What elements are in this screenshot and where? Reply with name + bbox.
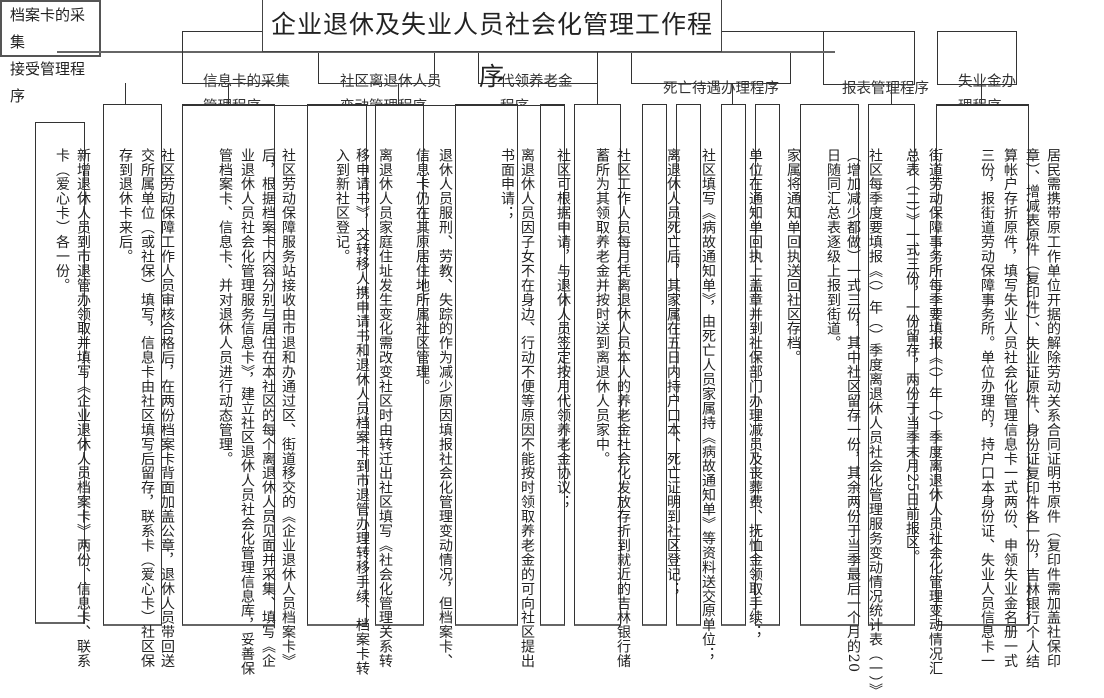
connector-line (597, 52, 598, 104)
step-text-line: 社区工作人员每月凭离退休人员本人的养老金社会化发放存折到就近的吉林银行储 (615, 148, 631, 669)
procedure-label-line: 信息卡的采集 (203, 74, 290, 90)
step-box (868, 104, 915, 626)
connector-bracket (937, 31, 1017, 85)
procedure-label-line: 代领养老金 (500, 74, 573, 90)
step-text-line: 日随同汇总表逐级上报到街道。 (825, 148, 841, 351)
connector-line (182, 31, 183, 83)
step-text-line: 入到新社区登记。 (334, 148, 350, 264)
step-box (936, 104, 1029, 626)
box-top-edge (307, 105, 427, 124)
connector-line (398, 83, 399, 104)
procedure-label-line: 社区离退休人员 (340, 74, 442, 90)
step-text-line: 章）、增减表原件（复印件）、失业证原件、身份证复印件各一份，吉林银行个人结 (1024, 148, 1040, 669)
step-text-line: 街道劳动保障事务所每季要填报《（）年（）季度离退休人员社会化管理变动情况汇 (927, 148, 943, 676)
connector-line (125, 83, 126, 104)
step-text-line: 卡（爱心卡）各一份。 (54, 148, 70, 293)
procedure-label-line: 档案卡的采集 (10, 6, 86, 51)
step-box (721, 104, 746, 626)
step-text-line: 总表（二）》一式三份，一份留存，两份于当季末月25日前报区。 (904, 148, 920, 565)
step-box (642, 104, 667, 626)
step-text-line: 管档案卡、信息卡、并对退休人员进行动态管理。 (217, 148, 233, 466)
step-text-line: 社区每季度要填报《（）年（）季度离退休人员社会化管理服务变动情况统计表（一）》 (867, 148, 883, 698)
step-text-line: 社区劳动保障工作人员审核合格后，在两份档案卡背面加盖公章，退休人员带回送 (159, 148, 175, 669)
procedure-label-line: 报表管理程序 (842, 81, 929, 97)
procedure-label-report: 报表管理程序 (842, 77, 929, 102)
step-text-line: 信息卡仍在其原居住地所属社区管理。 (414, 148, 430, 394)
step-text-line: 单位在通知单回执上盖章并到社保部门办理减员及丧葬费、抚恤金领取手续； (747, 148, 763, 640)
step-text-line: 算帐户存折原件，填写失业人员社会化管理信息卡一式两份、申领失业金名册一式 (1002, 148, 1018, 669)
step-text-line: 家属将通知单回执送回社区存档。 (785, 148, 801, 365)
step-text-line: 社区劳动保障服务站接收由市退和办通过区、街道移交的《企业退休人员档案卡》 (280, 148, 296, 669)
procedure-label-line: 接受管理程序 (10, 60, 86, 105)
main-connector-line (57, 51, 835, 53)
connector-line (891, 83, 892, 104)
step-box (755, 104, 780, 626)
step-text-line: 居民需携带原工作单位开据的解除劳动关系合同证明书原件（复印件需加盖社保印 (1045, 148, 1061, 669)
step-text-line: 离退休人员家庭住址发生变化需改变社区时由转迁出社区填写《社会化管理关系转 (377, 148, 393, 669)
connector-line (228, 83, 229, 104)
connector-bracket (631, 52, 791, 84)
step-text-line: 后，根据档案卡内容分别与居住在本社区的每个离退休人员见面并采集、填写《企 (260, 148, 276, 669)
procedure-label-line: 死亡待遇办理程序 (663, 81, 779, 97)
step-text-line: 存到退休卡来后。 (117, 148, 133, 264)
step-text-line: 业退休人员社会化管理服务信息卡》，建立社区退休人员社会化管理信息库，妥善保 (239, 148, 255, 676)
step-text-line: 书面申请； (499, 148, 515, 221)
step-text-line: 社区可根据申请，与退休人员签定按月代领养老金协议； (555, 148, 571, 510)
step-box (307, 104, 367, 626)
step-text-line: 移申请书》，交转移人携申请书和退休人员档案卡到市退管办理转移手续、档案卡转 (354, 148, 370, 676)
step-text-line: 退休人员服刑、劳教、失踪的作为减少原因填报社会化管理变动情况，但档案卡、 (437, 148, 453, 669)
connector-line (732, 83, 733, 104)
box-top-edge (936, 105, 1028, 124)
procedure-label-death-benefit: 死亡待遇办理程序 (663, 77, 779, 102)
diagram-title: 企业退休及失业人员社会化管理工作程序 (262, 0, 722, 91)
connector-line (981, 83, 982, 104)
step-box (182, 104, 275, 626)
step-text-line: （增加减少都做）一式三份，其中社区留存一份，其余两份于当季最后一个月的20 (845, 148, 861, 673)
step-text-line: 离退休人员因子女不在身边、行动不便等原因不能按时领取养老金的可向社区提出 (519, 148, 535, 669)
step-box (800, 104, 859, 626)
step-box (455, 104, 518, 626)
connector-line (720, 31, 913, 32)
step-text-line: 社区填写《病故通知单》，由死亡人员家属持《病故通知单》等资料送交原单位； (700, 148, 716, 662)
box-top-edge (455, 105, 565, 124)
step-box (574, 104, 621, 626)
step-text-line: 新增退休人员到市退管办领取并填写《企业退休人员档案卡》两份、信息卡、联系 (75, 148, 91, 669)
procedure-header-archive-card: 档案卡的采集 接受管理程序 (0, 0, 101, 105)
step-text-line: 蓄所为其领取养老金并按时送到离退休人员家中。 (594, 148, 610, 466)
connector-line (182, 31, 262, 32)
step-box (103, 104, 162, 626)
step-box (540, 104, 565, 626)
step-box (676, 104, 701, 626)
step-box (35, 122, 85, 624)
procedure-label-line: 失业金办 (958, 74, 1016, 90)
step-text-line: 三份，报街道劳动保障事务所。单位办理的，持户口本身份证、失业人员信息卡一 (979, 148, 995, 669)
step-box (375, 104, 424, 626)
step-text-line: 离退休人员死亡后，其家属在五日内持户口本、死亡证明到社区登记； (665, 148, 681, 596)
connector-bracket (478, 52, 598, 84)
connector-bracket (318, 52, 435, 84)
step-text-line: 交所属单位（或社保）填写，信息卡由社区填写后留存，联系卡（爱心卡）社区保 (139, 148, 155, 669)
